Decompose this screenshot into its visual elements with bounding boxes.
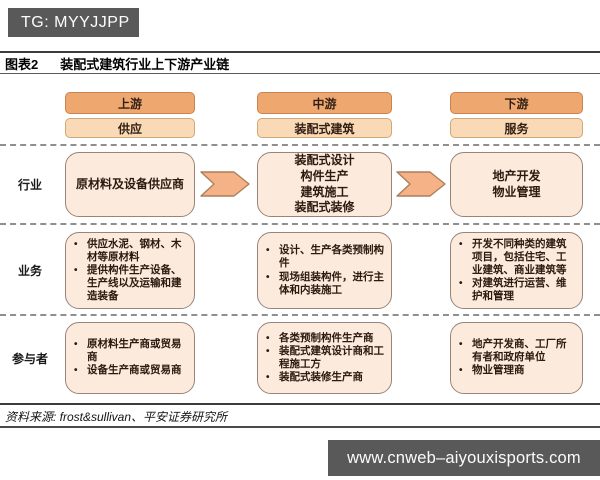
participants-cell-upstream: • 原材料生产商或贸易商 • 设备生产商或贸易商 — [65, 322, 195, 394]
bullet-item: • 原材料生产商或贸易商 — [74, 338, 182, 364]
row-label-participants: 参与者 — [11, 351, 48, 366]
figure-label: 图表2 — [5, 56, 39, 72]
figure-title: 图表2 装配式建筑行业上下游产业链 — [5, 55, 230, 72]
bullet-dot: • — [459, 238, 463, 250]
bullet-dot: • — [459, 278, 463, 289]
industry-line: 构件生产 — [300, 168, 349, 183]
business-cell-downstream: • 开发不同种类的建筑项目，包括住宅、工业建筑、商业建筑等 • 对建筑进行运营、… — [450, 232, 583, 309]
stage-box-upstream: 上游 — [65, 92, 195, 114]
industry-line: 装配式设计 — [294, 153, 355, 168]
bullet-item: • 装配式建筑设计商和工程施工方 — [266, 344, 384, 370]
flow-arrow-icon — [396, 171, 446, 197]
bullet-dot: • — [459, 365, 463, 377]
industry-cell-upstream: 原材料及设备供应商 — [65, 152, 195, 217]
bullet-dot: • — [266, 372, 270, 384]
bullet-item: • 现场组装构件，进行主体和内装施工 — [266, 270, 384, 296]
bullet-item: • 地产开发商、工厂所有者和政府单位 — [459, 338, 567, 364]
url-watermark-badge: www.cnweb–aiyouxisports.com — [328, 440, 600, 476]
industry-line: 建筑施工 — [300, 184, 349, 199]
industry-line: 地产开发 — [492, 168, 541, 183]
source-rule-bottom — [0, 426, 600, 428]
bullet-dot: • — [266, 345, 270, 357]
row-label-industry: 行业 — [17, 178, 42, 192]
title-rule-bottom — [0, 73, 600, 74]
row-label-business: 业务 — [17, 264, 42, 278]
bullet-dot: • — [74, 339, 78, 351]
bullet-dot: • — [74, 365, 78, 377]
industry-line: 原材料及设备供应商 — [75, 176, 184, 191]
bullet-item: • 设备生产商或贸易商 — [74, 364, 182, 377]
bullet-item: • 装配式装修生产商 — [266, 371, 363, 384]
bullet-item: • 提供构件生产设备、生产线以及运输和建造装备 — [74, 263, 182, 303]
bullet-dot: • — [74, 264, 78, 276]
industry-cell-midstream: 装配式设计 构件生产 建筑施工 装配式装修 — [257, 152, 392, 217]
bullet-item: • 物业管理商 — [459, 364, 525, 377]
dashed-separator-1 — [0, 144, 600, 146]
flow-arrow-icon — [200, 171, 250, 197]
industry-line: 物业管理 — [492, 184, 541, 199]
title-rule-top — [0, 51, 600, 53]
bullet-dot: • — [459, 339, 463, 351]
industry-cell-downstream: 地产开发 物业管理 — [450, 152, 583, 217]
bullet-item: • 设计、生产各类预制构件 — [266, 244, 384, 270]
bullet-item: • 供应水泥、钢材、木材等原材料 — [74, 237, 182, 263]
bullet-dot: • — [266, 245, 270, 257]
bullet-item: • 开发不同种类的建筑项目，包括住宅、工业建筑、商业建筑等 — [459, 237, 567, 276]
figure-name: 装配式建筑行业上下游产业链 — [60, 56, 230, 72]
telegram-watermark-badge: TG: MYYJJPP — [8, 8, 139, 37]
bullet-item: • 对建筑进行运营、维护和管理 — [459, 277, 567, 303]
category-box-services: 服务 — [450, 118, 583, 138]
category-box-prefab: 装配式建筑 — [257, 118, 392, 138]
participants-cell-downstream: • 地产开发商、工厂所有者和政府单位 • 物业管理商 — [450, 322, 583, 394]
dashed-separator-2 — [0, 223, 600, 225]
business-cell-midstream: • 设计、生产各类预制构件 • 现场组装构件，进行主体和内装施工 — [257, 232, 392, 309]
stage-box-downstream: 下游 — [450, 92, 583, 114]
business-cell-upstream: • 供应水泥、钢材、木材等原材料 • 提供构件生产设备、生产线以及运输和建造装备 — [65, 232, 195, 309]
bullet-dot: • — [266, 332, 270, 344]
dashed-separator-3 — [0, 314, 600, 316]
stage-box-midstream: 中游 — [257, 92, 392, 114]
category-box-supply: 供应 — [65, 118, 195, 138]
bullet-item: • 各类预制构件生产商 — [266, 331, 374, 344]
participants-cell-midstream: • 各类预制构件生产商 • 装配式建筑设计商和工程施工方 • 装配式装修生产商 — [257, 322, 392, 394]
bullet-dot: • — [266, 271, 270, 283]
source-rule-top — [0, 403, 600, 405]
industry-line: 装配式装修 — [294, 200, 355, 215]
source-note: 资料来源: frost&sullivan、平安证券研究所 — [5, 410, 228, 424]
bullet-dot: • — [74, 238, 78, 250]
